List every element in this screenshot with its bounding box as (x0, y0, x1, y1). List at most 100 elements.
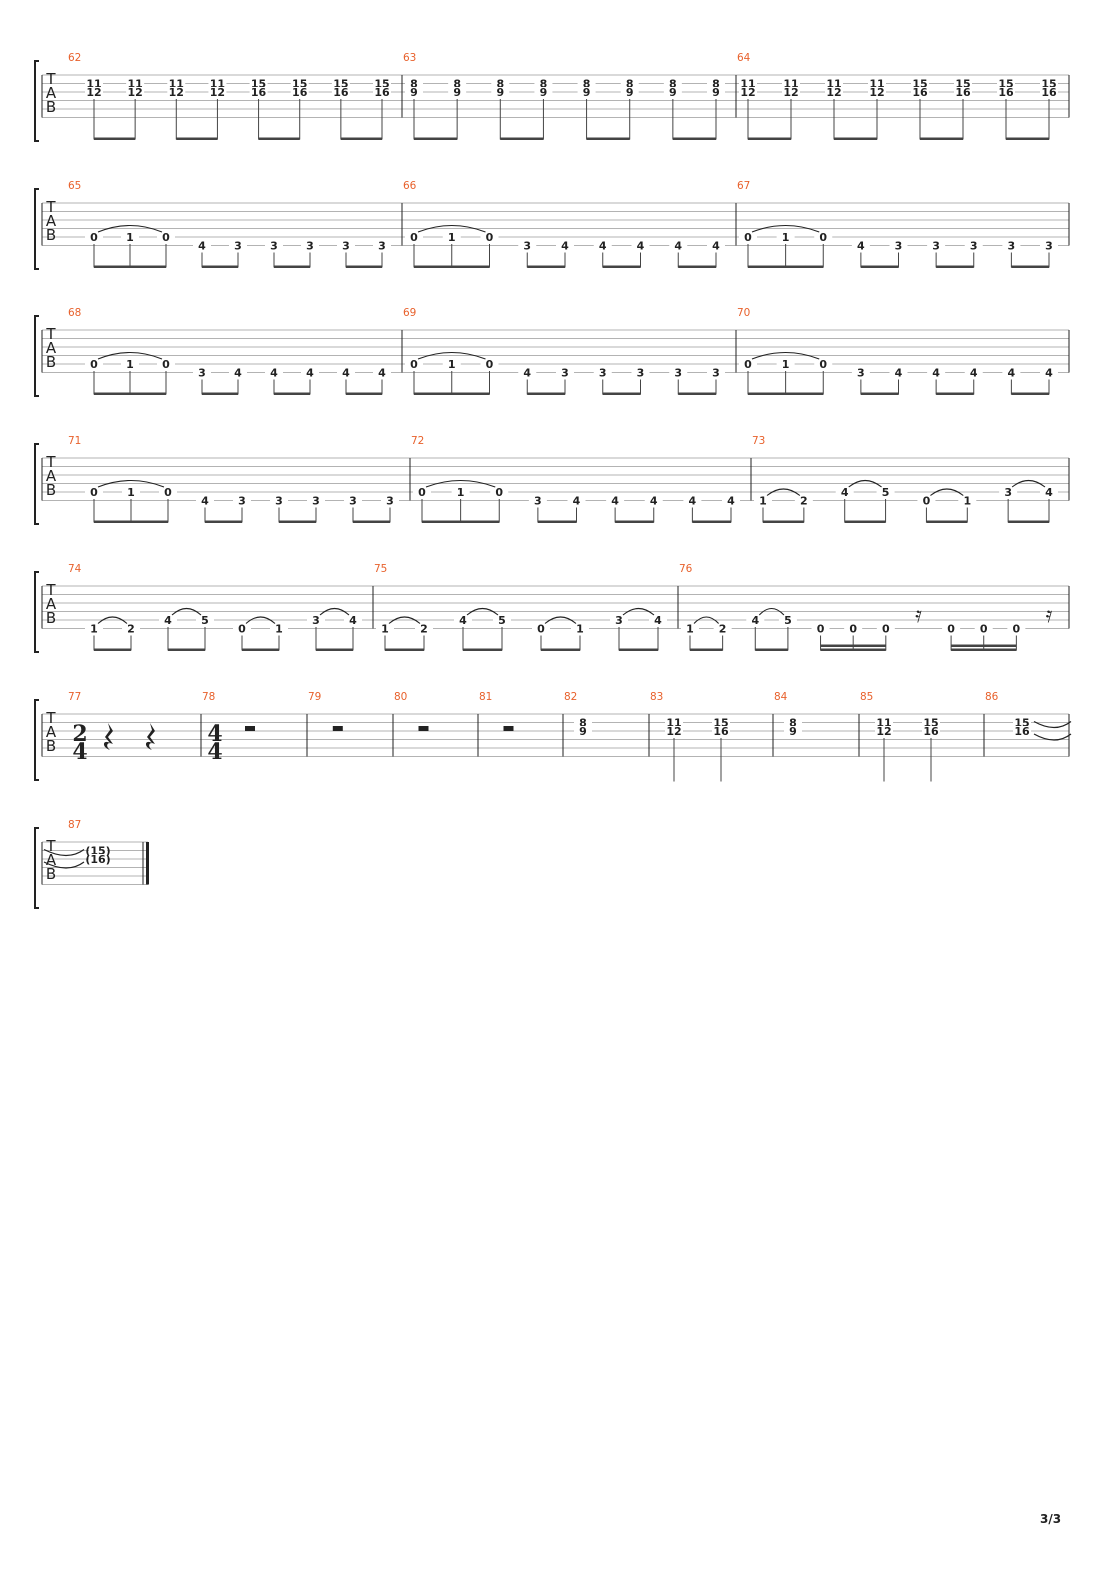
tab-note: 89 (577, 78, 596, 140)
fret-number: 16 (713, 725, 729, 738)
fret-number: 9 (712, 86, 720, 99)
tab-note: 0 (85, 358, 103, 395)
fret-mask (249, 78, 268, 89)
tab-note: 4 (631, 240, 650, 268)
fret-number: 16 (292, 86, 308, 99)
fret-mask (593, 367, 612, 378)
fret-number: 4 (573, 495, 581, 508)
tab-note: 4 (964, 367, 983, 395)
fret-number: 16 (998, 86, 1014, 99)
fret-mask (85, 487, 103, 497)
fret-mask (574, 717, 592, 728)
fret-mask (344, 495, 362, 506)
fret-mask (193, 240, 211, 251)
tab-note: 3 (301, 240, 319, 268)
fret-mask (373, 240, 391, 251)
fret-number: 3 (349, 495, 357, 508)
tie-arc (245, 616, 276, 624)
beam (926, 520, 968, 523)
fret-mask (532, 623, 550, 634)
fret-number: 1 (686, 623, 694, 636)
fret-number: 3 (1045, 240, 1053, 253)
fret-mask (574, 726, 592, 736)
tab-note: 4 (746, 614, 765, 651)
rest-glyph: 𝄿 (915, 603, 922, 628)
tab-note: 4 (193, 240, 211, 268)
fret-mask (927, 367, 946, 378)
fret-mask (665, 726, 683, 736)
beam-secondary (951, 644, 1017, 647)
measure-number: 66 (403, 180, 417, 192)
fret-number: 5 (201, 614, 209, 627)
measure-number: 87 (68, 819, 81, 831)
tab-clef-letter: B (46, 353, 56, 371)
fret-mask (233, 495, 251, 506)
measure-number: 84 (774, 691, 788, 703)
measure: 79 (308, 691, 394, 757)
fret-number: 3 (615, 614, 623, 627)
fret-mask (911, 78, 929, 89)
measure-number: 75 (374, 563, 387, 575)
fret-mask (712, 717, 730, 728)
tab-note: 4 (683, 495, 702, 523)
measure-number: 71 (68, 435, 81, 447)
fret-mask (307, 615, 325, 625)
tab-clef-letter: A (46, 467, 57, 485)
beam (242, 648, 279, 651)
fret-mask (196, 615, 214, 625)
tab-note: 3 (631, 367, 650, 395)
beam (860, 265, 899, 268)
fret-mask (405, 87, 423, 97)
fret-mask (157, 359, 175, 369)
fret-mask (270, 495, 288, 506)
fret-mask (922, 726, 940, 736)
fret-number: 12 (666, 725, 681, 738)
tab-note: 4 (556, 240, 574, 268)
tie-out-arc (1033, 733, 1072, 741)
tab-note: 4 (722, 495, 740, 523)
fret-mask (337, 240, 355, 251)
tab-note: 0 (1007, 623, 1026, 651)
tab-note: 0 (405, 231, 423, 268)
fret-number: 16 (374, 86, 390, 99)
tab-note: 4 (373, 367, 391, 395)
fret-mask (778, 615, 797, 625)
tie-arc (848, 479, 882, 488)
fret-mask (782, 78, 800, 89)
tie-arc (417, 225, 486, 233)
fret-number: 0 (238, 623, 246, 636)
tab-note: 5 (493, 614, 511, 651)
fret-number: 8 (496, 78, 504, 91)
tab-note: 0 (532, 623, 550, 651)
tab-note: 3 (528, 495, 547, 523)
fret-mask (631, 240, 650, 251)
tab-clef-letter: B (46, 609, 56, 627)
tab-note: 3 (707, 367, 725, 395)
tie-in-arc (43, 848, 85, 857)
fret-number: 0 (495, 486, 503, 499)
fret-number: 4 (932, 367, 940, 380)
tie-arc (97, 225, 163, 233)
fret-mask (534, 87, 553, 97)
fret-number: 4 (727, 495, 735, 508)
fret-number: 16 (955, 86, 971, 99)
system-bracket (34, 60, 39, 142)
fret-number: 4 (650, 495, 658, 508)
tab-note: 1 (442, 358, 461, 395)
tab-note: 4 (1040, 486, 1058, 523)
beam (748, 265, 824, 268)
fret-number: 0 (819, 231, 827, 244)
fret-number: 0 (819, 358, 827, 371)
fret-number: 16 (1041, 86, 1057, 99)
fret-mask (707, 78, 725, 89)
fret-number: 8 (540, 78, 548, 91)
fret-mask (490, 487, 509, 497)
